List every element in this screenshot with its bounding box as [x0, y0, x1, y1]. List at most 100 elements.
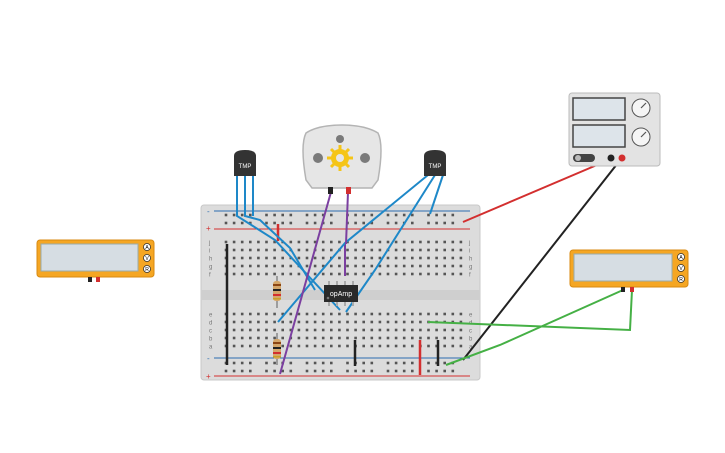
breadboard-hole[interactable]	[273, 312, 276, 316]
breadboard-hole[interactable]	[346, 328, 349, 332]
breadboard-hole[interactable]	[249, 369, 252, 373]
breadboard-hole[interactable]	[370, 344, 374, 348]
breadboard-hole[interactable]	[370, 240, 374, 244]
breadboard-hole[interactable]	[402, 248, 406, 252]
breadboard-hole[interactable]	[354, 221, 357, 225]
breadboard-hole[interactable]	[305, 336, 309, 340]
breadboard-hole[interactable]	[394, 361, 398, 365]
breadboard-hole[interactable]	[321, 256, 325, 260]
breadboard-hole[interactable]	[451, 369, 455, 373]
breadboard-hole[interactable]	[370, 336, 374, 340]
breadboard-hole[interactable]	[362, 336, 365, 340]
breadboard-hole[interactable]	[451, 221, 455, 225]
breadboard-hole[interactable]	[402, 361, 406, 365]
breadboard-hole[interactable]	[281, 221, 284, 225]
multimeter-right-probe-black[interactable]	[621, 287, 625, 292]
breadboard-hole[interactable]	[313, 264, 317, 268]
breadboard-hole[interactable]	[273, 369, 276, 373]
breadboard-hole[interactable]	[338, 344, 341, 348]
breadboard-hole[interactable]	[289, 312, 293, 316]
breadboard-hole[interactable]	[321, 248, 325, 252]
breadboard-hole[interactable]	[249, 256, 252, 260]
breadboard-hole[interactable]	[443, 213, 446, 217]
breadboard-hole[interactable]	[289, 272, 293, 276]
breadboard-hole[interactable]	[378, 264, 382, 268]
breadboard-hole[interactable]	[265, 320, 268, 324]
breadboard-hole[interactable]	[240, 248, 244, 252]
breadboard-hole[interactable]	[419, 248, 422, 252]
breadboard-hole[interactable]	[305, 264, 309, 268]
breadboard-hole[interactable]	[346, 336, 349, 340]
breadboard-hole[interactable]	[443, 240, 446, 244]
breadboard-hole[interactable]	[281, 213, 284, 217]
breadboard-hole[interactable]	[459, 312, 463, 316]
breadboard-hole[interactable]	[289, 361, 293, 365]
wire-red-power[interactable]	[462, 158, 612, 223]
breadboard-hole[interactable]	[354, 264, 357, 268]
breadboard-hole[interactable]	[419, 312, 422, 316]
breadboard-hole[interactable]	[346, 361, 349, 365]
breadboard-hole[interactable]	[362, 264, 365, 268]
mode-r[interactable]: R	[679, 277, 683, 283]
breadboard-hole[interactable]	[265, 328, 268, 332]
breadboard-hole[interactable]	[330, 240, 333, 244]
breadboard-hole[interactable]	[370, 361, 374, 365]
breadboard-hole[interactable]	[338, 272, 341, 276]
breadboard-hole[interactable]	[411, 264, 414, 268]
breadboard-hole[interactable]	[386, 272, 390, 276]
breadboard-hole[interactable]	[240, 312, 244, 316]
breadboard-hole[interactable]	[451, 213, 455, 217]
breadboard-hole[interactable]	[281, 369, 284, 373]
breadboard-hole[interactable]	[232, 361, 236, 365]
breadboard-hole[interactable]	[313, 369, 317, 373]
breadboard-hole[interactable]	[435, 264, 438, 268]
breadboard-hole[interactable]	[321, 213, 325, 217]
breadboard-hole[interactable]	[240, 213, 244, 217]
breadboard-hole[interactable]	[427, 264, 430, 268]
breadboard-hole[interactable]	[386, 361, 390, 365]
breadboard-hole[interactable]	[232, 312, 236, 316]
power-supply-terminal-negative[interactable]	[607, 154, 615, 162]
breadboard-hole[interactable]	[370, 248, 374, 252]
dc-motor[interactable]	[302, 124, 382, 194]
breadboard-hole[interactable]	[386, 344, 390, 348]
breadboard-hole[interactable]	[394, 328, 398, 332]
breadboard-hole[interactable]	[257, 336, 260, 340]
breadboard-hole[interactable]	[305, 369, 309, 373]
breadboard-hole[interactable]	[313, 336, 317, 340]
breadboard-hole[interactable]	[443, 264, 446, 268]
breadboard-hole[interactable]	[313, 240, 317, 244]
breadboard-hole[interactable]	[265, 256, 268, 260]
breadboard-hole[interactable]	[265, 272, 268, 276]
power-supply-terminal-positive[interactable]	[618, 154, 626, 162]
breadboard-hole[interactable]	[411, 213, 414, 217]
motor-terminal-black[interactable]	[328, 187, 333, 194]
breadboard-hole[interactable]	[354, 328, 357, 332]
breadboard-hole[interactable]	[354, 369, 357, 373]
breadboard-hole[interactable]	[443, 369, 446, 373]
motor-terminal-red[interactable]	[346, 187, 351, 194]
breadboard-hole[interactable]	[240, 221, 244, 225]
breadboard-hole[interactable]	[394, 344, 398, 348]
breadboard-hole[interactable]	[435, 272, 438, 276]
breadboard-hole[interactable]	[313, 320, 317, 324]
breadboard-hole[interactable]	[451, 264, 455, 268]
breadboard-hole[interactable]	[240, 256, 244, 260]
wire-purple-long[interactable]	[279, 191, 332, 375]
breadboard-hole[interactable]	[394, 336, 398, 340]
breadboard-hole[interactable]	[240, 336, 244, 340]
breadboard-hole[interactable]	[240, 264, 244, 268]
breadboard-hole[interactable]	[249, 344, 252, 348]
breadboard-hole[interactable]	[354, 240, 357, 244]
breadboard-hole[interactable]	[321, 240, 325, 244]
breadboard-hole[interactable]	[378, 272, 382, 276]
breadboard-hole[interactable]	[346, 256, 349, 260]
breadboard-hole[interactable]	[435, 240, 438, 244]
mode-a[interactable]: A	[679, 255, 683, 261]
breadboard-hole[interactable]	[257, 240, 260, 244]
breadboard-hole[interactable]	[273, 221, 276, 225]
breadboard-hole[interactable]	[362, 221, 365, 225]
breadboard-hole[interactable]	[435, 328, 438, 332]
breadboard-hole[interactable]	[394, 221, 398, 225]
breadboard-hole[interactable]	[354, 336, 357, 340]
